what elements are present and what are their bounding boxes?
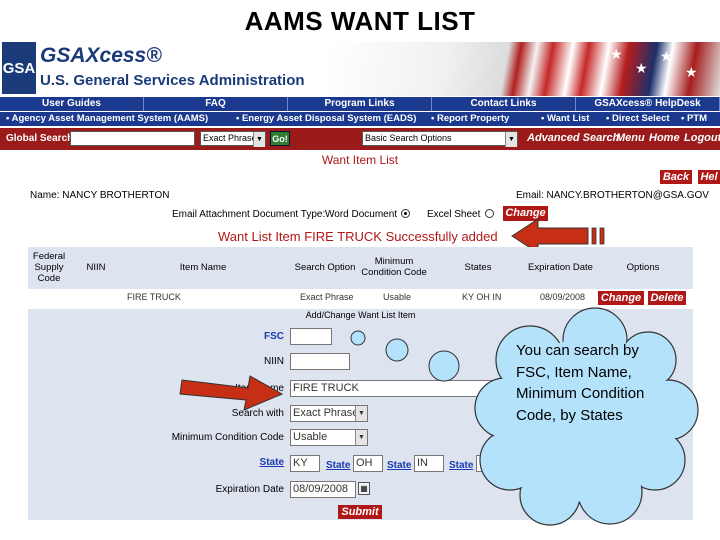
- nav-ptm[interactable]: • PTM: [681, 113, 708, 124]
- col-minimum-condition-code: Minimum Condition Code: [361, 256, 427, 278]
- niin-label: NIIN: [264, 356, 284, 367]
- state-link-1[interactable]: State: [259, 457, 284, 468]
- secondary-nav: • Agency Asset Management System (AAMS) …: [0, 112, 720, 126]
- chevron-down-icon: ▼: [505, 132, 517, 147]
- page-title: Want Item List: [321, 153, 399, 167]
- attachment-label: Email Attachment Document Type:: [172, 209, 326, 220]
- row-change-button[interactable]: Change: [598, 291, 644, 305]
- search-with-label: Search with: [231, 408, 284, 419]
- col-expiration-date: Expiration Date: [528, 262, 593, 273]
- global-search-input[interactable]: [70, 131, 195, 146]
- user-name: Name: NANCY BROTHERTON: [30, 190, 170, 201]
- section-header: Add/Change Want List Item: [28, 309, 693, 322]
- state-link-4[interactable]: State: [449, 460, 474, 471]
- nav-faq[interactable]: FAQ: [144, 97, 288, 111]
- change-doc-type-button[interactable]: Change: [503, 206, 548, 221]
- callout-text: You can search by FSC, Item Name, Minimu…: [516, 342, 645, 424]
- nav-want-list[interactable]: • Want List: [541, 113, 590, 124]
- row-states: KY OH IN: [462, 292, 502, 302]
- nav-aams[interactable]: • Agency Asset Management System (AAMS): [6, 113, 209, 124]
- success-message: Want List Item FIRE TRUCK Successfully a…: [218, 229, 498, 244]
- word-doc-radio[interactable]: [401, 209, 410, 218]
- condition-label: Minimum Condition Code: [171, 432, 284, 443]
- submit-button[interactable]: Submit: [338, 505, 382, 519]
- search-with-value: Exact Phrase: [293, 407, 359, 419]
- col-item-name: Item Name: [179, 262, 227, 273]
- go-button[interactable]: Go!: [270, 131, 290, 146]
- home-button[interactable]: Home: [649, 132, 680, 144]
- condition-select[interactable]: Usable ▼: [290, 429, 368, 446]
- search-options-value: Basic Search Options: [365, 133, 452, 143]
- calendar-icon[interactable]: ▦: [358, 482, 370, 495]
- state-input-1[interactable]: KY: [290, 455, 320, 472]
- col-options: Options: [626, 262, 660, 273]
- slide-title: AAMS WANT LIST: [244, 6, 476, 36]
- chevron-down-icon: ▼: [355, 406, 367, 421]
- fsc-input[interactable]: [290, 328, 332, 345]
- search-mode-select[interactable]: Exact Phrase ▼: [200, 131, 266, 147]
- col-states: States: [464, 262, 492, 273]
- primary-nav: User Guides FAQ Program Links Contact Li…: [0, 97, 720, 111]
- gsa-logo: GSA: [2, 42, 36, 94]
- fsc-label[interactable]: FSC: [264, 331, 284, 342]
- menu-button[interactable]: Menu: [616, 132, 645, 144]
- brand-title: GSAXcess®: [40, 44, 162, 67]
- nav-report-property[interactable]: • Report Property: [431, 113, 510, 124]
- nav-program-links[interactable]: Program Links: [288, 97, 432, 111]
- row-condition: Usable: [383, 292, 412, 302]
- back-button[interactable]: Back: [660, 170, 692, 184]
- nav-user-guides[interactable]: User Guides: [0, 97, 144, 111]
- arrow-right-icon: [179, 375, 284, 411]
- expiration-input[interactable]: 08/09/2008: [290, 481, 356, 498]
- search-options-select[interactable]: Basic Search Options ▼: [362, 131, 518, 147]
- global-search-bar: Global Search Exact Phrase ▼ Go! Basic S…: [0, 128, 720, 150]
- chevron-down-icon: ▼: [253, 132, 265, 147]
- help-button[interactable]: Hel: [698, 170, 720, 184]
- chevron-down-icon: ▼: [355, 430, 367, 445]
- search-with-select[interactable]: Exact Phrase ▼: [290, 405, 368, 422]
- col-federal-supply-code: Federal Supply Code: [32, 251, 66, 284]
- state-input-3[interactable]: IN: [414, 455, 444, 472]
- condition-value: Usable: [293, 431, 328, 443]
- want-list-table-header: Federal Supply Code NIIN Item Name Searc…: [28, 247, 693, 289]
- global-search-label: Global Search: [6, 133, 74, 144]
- flag-banner: ★ ★ ★ ★: [330, 42, 720, 96]
- advanced-search-button[interactable]: Advanced Search: [527, 132, 620, 144]
- nav-contact-links[interactable]: Contact Links: [432, 97, 576, 111]
- brand-subtitle: U.S. General Services Administration: [40, 72, 305, 89]
- row-item-name: FIRE TRUCK: [127, 292, 181, 302]
- expiration-label: Expiration Date: [215, 484, 284, 495]
- site-header: GSA GSAXcess® U.S. General Services Admi…: [0, 42, 720, 96]
- col-niin: NIIN: [86, 262, 106, 273]
- niin-input[interactable]: [290, 353, 350, 370]
- state-link-3[interactable]: State: [387, 460, 412, 471]
- nav-direct-select[interactable]: • Direct Select: [606, 113, 670, 124]
- logout-button[interactable]: Logout: [684, 132, 720, 144]
- row-expiration: 08/09/2008: [540, 292, 586, 302]
- excel-sheet-label: Excel Sheet: [427, 209, 481, 220]
- user-email: Email: NANCY.BROTHERTON@GSA.GOV: [516, 190, 709, 201]
- table-row: FIRE TRUCK Exact Phrase Usable KY OH IN …: [28, 291, 693, 305]
- col-search-option: Search Option: [294, 262, 356, 273]
- row-delete-button[interactable]: Delete: [648, 291, 686, 305]
- state-link-2[interactable]: State: [326, 460, 351, 471]
- word-doc-label: Word Document: [325, 209, 398, 220]
- nav-helpdesk[interactable]: GSAXcess® HelpDesk: [576, 97, 720, 111]
- excel-sheet-radio[interactable]: [485, 209, 494, 218]
- state-input-2[interactable]: OH: [353, 455, 383, 472]
- row-search-option: Exact Phrase: [300, 292, 354, 302]
- search-mode-value: Exact Phrase: [203, 133, 257, 143]
- nav-eads[interactable]: • Energy Asset Disposal System (EADS): [236, 113, 417, 124]
- thought-cloud-callout: [350, 307, 699, 526]
